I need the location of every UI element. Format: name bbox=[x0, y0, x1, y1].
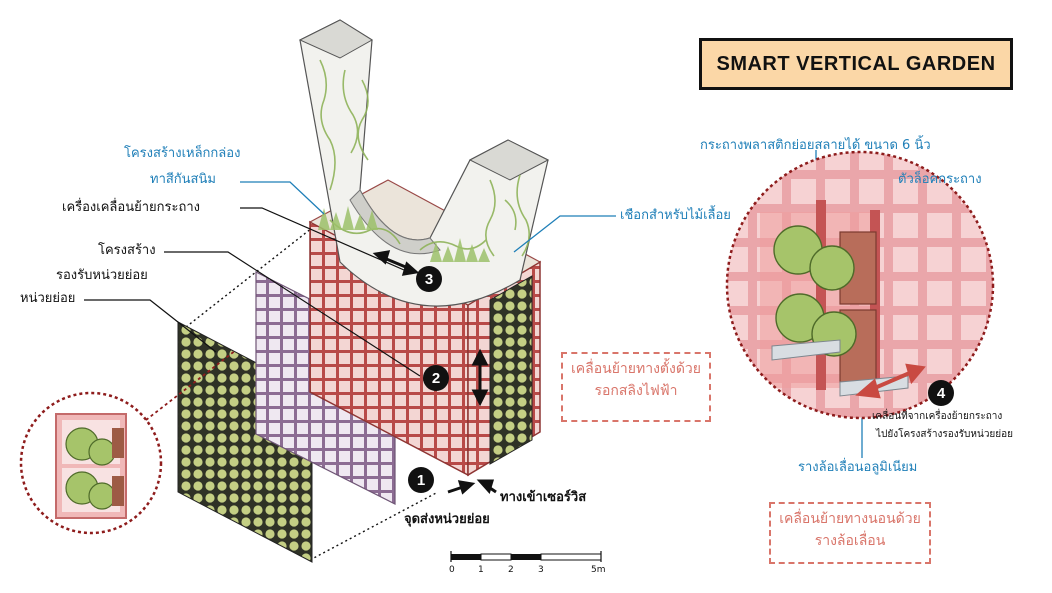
step-badge-1: 1 bbox=[408, 467, 434, 493]
step-badge-3: 3 bbox=[416, 266, 442, 292]
green-side-panel bbox=[490, 276, 532, 464]
note-vertical-movement: เคลื่อนย้ายทางตั้งด้วย รอกสลิงไฟฟ้า bbox=[561, 352, 711, 422]
pot-lock-detail-circle bbox=[727, 152, 993, 418]
label-move-desc-1: เคลื่อนที่จากเครื่องย้ายกระถาง bbox=[872, 410, 1002, 423]
step-badge-4: 4 bbox=[928, 380, 954, 406]
note-horizontal-line-2: รางล้อเลื่อน bbox=[777, 530, 923, 552]
label-aluminum-rail: รางล้อเลื่อนอลูมิเนียม bbox=[798, 460, 917, 476]
note-vertical-line-1: เคลื่อนย้ายทางตั้งด้วย bbox=[569, 358, 703, 380]
label-support-structure: โครงสร้าง bbox=[98, 243, 156, 259]
label-pot-mover: เครื่องเคลื่อนย้ายกระถาง bbox=[62, 200, 200, 216]
scale-label-0: 0 bbox=[449, 565, 455, 575]
note-horizontal-line-1: เคลื่อนย้ายทางนอนด้วย bbox=[777, 508, 923, 530]
label-rust-paint: ทาสีกันสนิม bbox=[150, 172, 216, 188]
step-badge-2: 2 bbox=[423, 365, 449, 391]
note-horizontal-movement: เคลื่อนย้ายทางนอนด้วย รางล้อเลื่อน bbox=[769, 502, 931, 564]
scale-bar bbox=[451, 551, 601, 562]
note-vertical-line-2: รอกสลิงไฟฟ้า bbox=[569, 380, 703, 402]
label-unit-drop-point: จุดส่งหน่วยย่อย bbox=[404, 512, 490, 528]
label-service-entry: ทางเข้าเซอร์วิส bbox=[500, 490, 586, 506]
scale-label-3: 3 bbox=[538, 565, 544, 575]
label-plastic-pot: กระถางพลาสติกย่อยสลายได้ ขนาด 6 นิ้ว bbox=[700, 138, 931, 154]
scale-label-2: 2 bbox=[508, 565, 514, 575]
label-support-structure-2: รองรับหน่วยย่อย bbox=[56, 268, 148, 284]
scale-label-5m: 5m bbox=[591, 565, 606, 575]
diagram-title: SMART VERTICAL GARDEN bbox=[699, 38, 1013, 90]
label-pot-lock: ตัวล็อคกระถาง bbox=[898, 172, 982, 188]
scale-label-1: 1 bbox=[478, 565, 484, 575]
label-steel-box: โครงสร้างเหล็กกล่อง bbox=[124, 146, 240, 162]
label-vine-rope: เชือกสำหรับไม้เลื้อย bbox=[620, 208, 731, 224]
label-move-desc-2: ไปยังโครงสร้างรองรับหน่วยย่อย bbox=[876, 428, 1013, 441]
label-sub-unit: หน่วยย่อย bbox=[20, 291, 75, 307]
